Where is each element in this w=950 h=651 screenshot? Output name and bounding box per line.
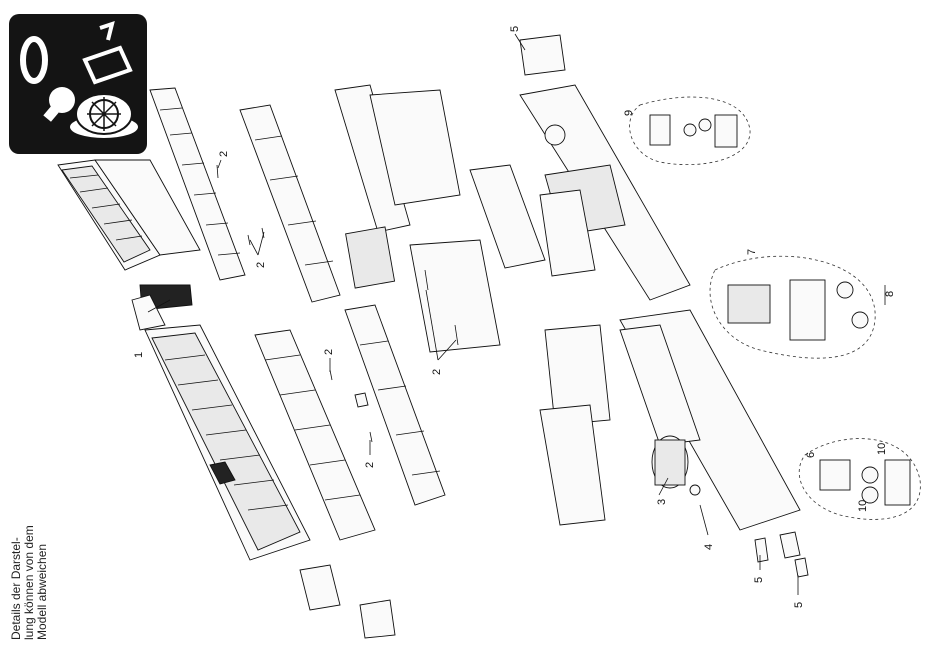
interior-plate-upper [240, 105, 340, 302]
service-tools-icon [9, 14, 147, 154]
label-4: 4 [703, 544, 715, 550]
label-8: 8 [884, 291, 896, 297]
label-2e: 2 [431, 369, 443, 375]
bellows-part-1 [132, 285, 192, 330]
disclaimer-note: Details der Darstel- lung können von dem… [10, 440, 49, 640]
body-shell-upper [58, 160, 200, 270]
label-5c: 5 [793, 602, 805, 608]
label-2b: 2 [255, 262, 267, 268]
label-10a: 10 [857, 500, 869, 512]
label-5a: 5 [509, 26, 521, 32]
label-6: 6 [805, 452, 817, 458]
label-7: 7 [746, 249, 758, 255]
label-10b: 10 [876, 443, 888, 455]
label-2c: 2 [323, 349, 335, 355]
label-2d: 2 [364, 462, 376, 468]
note-line-3: Modell abweichen [36, 440, 49, 640]
label-3: 3 [656, 499, 668, 505]
label-9: 9 [623, 110, 635, 116]
label-1: 1 [133, 352, 145, 358]
bogie-group-9 [630, 97, 750, 165]
chassis-lower [540, 310, 800, 530]
label-5b: 5 [753, 577, 765, 583]
bogie-group-7 [710, 256, 885, 358]
label-2a: 2 [218, 151, 230, 157]
